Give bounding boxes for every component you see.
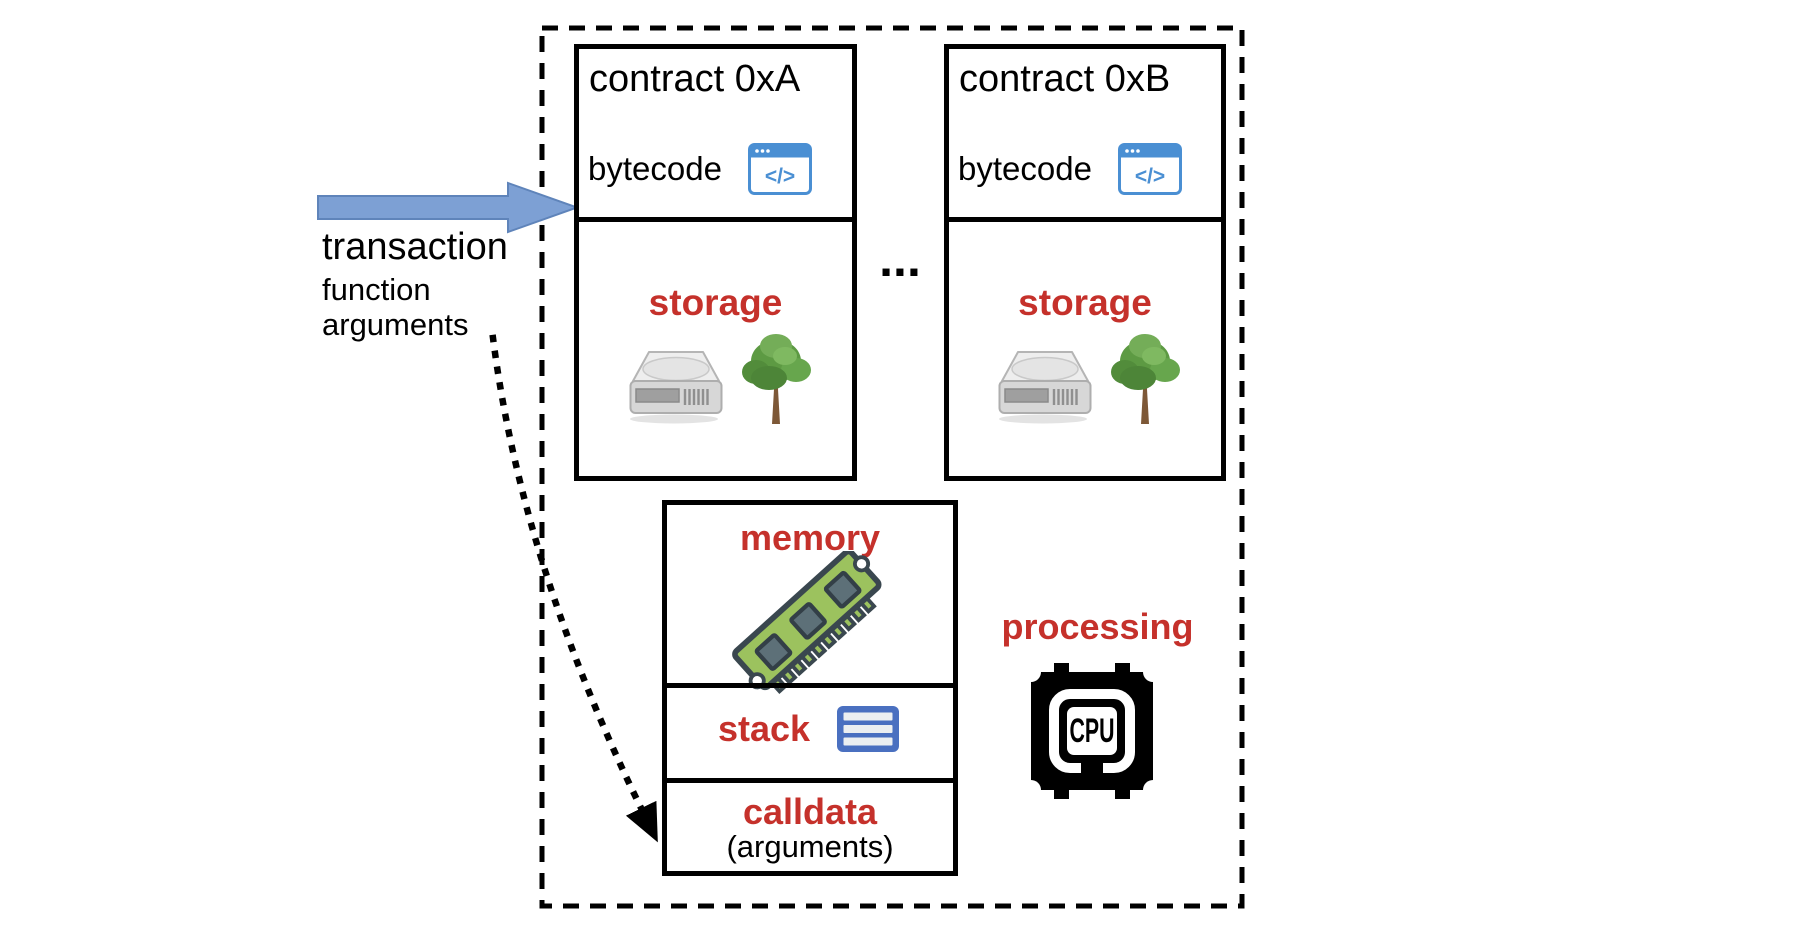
vm-runtime-box: memory [662,500,958,876]
calldata-arguments-label: (arguments) [726,829,894,864]
tree-icon [741,334,811,424]
evm-dashed-border [539,25,1245,909]
contract-title: contract 0xA [589,58,801,100]
contract-0xB-box: contract 0xB bytecode </> storage [944,44,1226,481]
memory-label: memory [739,517,881,558]
bytecode-label: bytecode [958,150,1092,187]
calldata-label: calldata [742,791,878,832]
transaction-arguments-label: arguments [322,307,469,342]
vm-divider-stack-calldata [667,778,953,783]
storage-label: storage [648,282,783,323]
bytecode-row: bytecode </> [588,141,812,197]
processing-section: CPU [1021,660,1163,807]
memory-section [667,551,953,701]
more-contracts-ellipsis: ... [879,231,921,287]
storage-label: storage [1018,282,1152,323]
hard-drive-icon [998,351,1092,424]
bytecode-code-icon: </> [747,143,812,195]
bytecode-code-icon: </> [1117,143,1182,195]
transaction-arrow [317,181,580,234]
bytecode-label: bytecode [588,150,722,187]
svg-text:</>: </> [1135,165,1165,188]
vm-divider-memory-stack [667,683,953,688]
cpu-icon: CPU [1021,662,1163,800]
processing-label: processing [1001,606,1194,647]
stack-section: stack [667,691,953,767]
storage-icons [949,331,1221,425]
contract-section-divider [579,217,852,222]
contract-0xA-box: contract 0xA bytecode </> storage [574,44,857,481]
arguments-to-calldata-arrow [489,334,658,843]
transaction-function-label: function [322,272,431,307]
svg-text:CPU: CPU [1070,712,1115,750]
storage-icons [579,331,852,425]
stack-label: stack [717,708,811,749]
contract-section-divider [949,217,1221,222]
svg-text:</>: </> [765,165,795,188]
transaction-label: transaction [322,226,508,268]
stack-icon [837,706,900,752]
bytecode-row: bytecode </> [958,141,1182,197]
hard-drive-icon [629,351,722,424]
ram-icon [732,551,882,695]
contract-title: contract 0xB [959,58,1171,100]
tree-icon [1111,334,1180,424]
